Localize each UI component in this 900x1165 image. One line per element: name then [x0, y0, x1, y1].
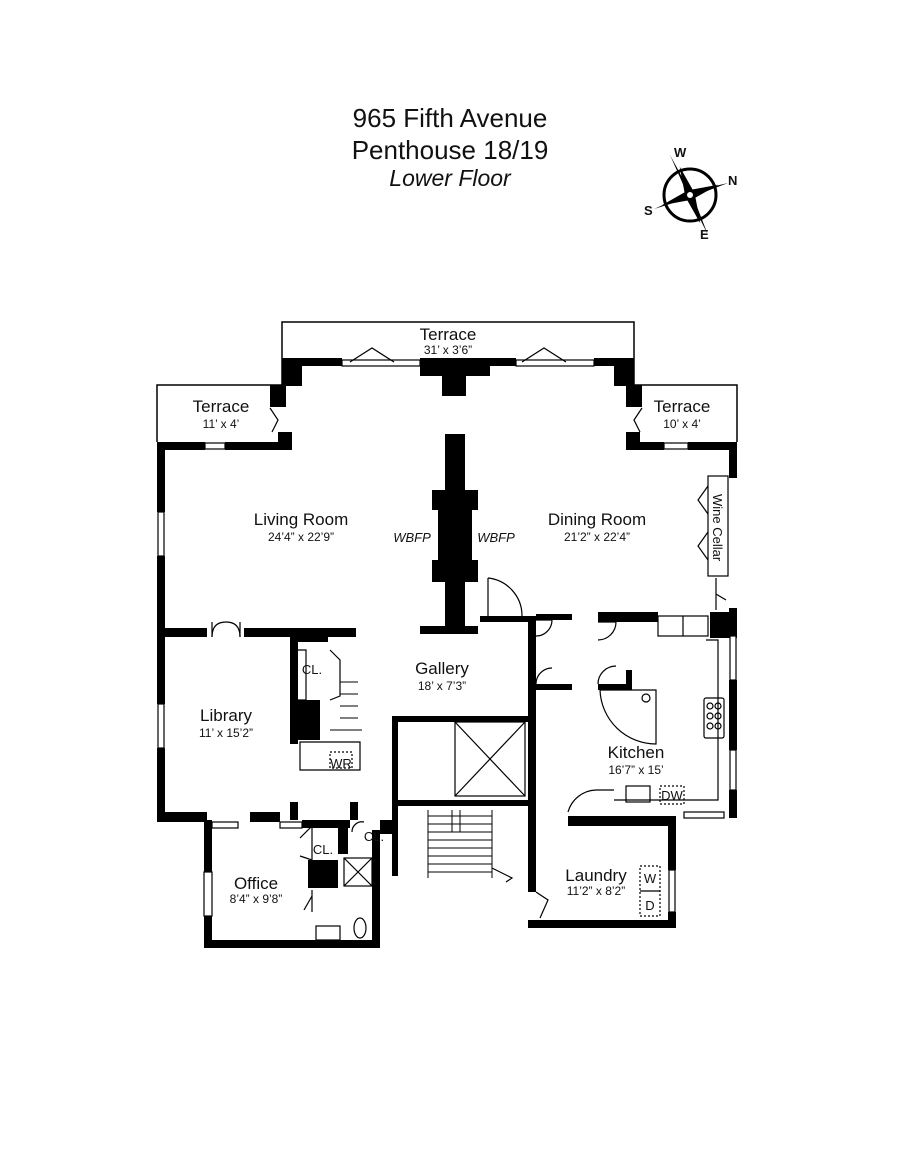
dryer-label: D	[645, 898, 654, 913]
gallery-name: Gallery	[415, 659, 469, 678]
wbfp-right: WBFP	[477, 530, 515, 545]
doors-fixtures	[211, 347, 729, 941]
terrace-left-dims: 11’ x 4’	[203, 417, 240, 431]
compass-w: W	[674, 145, 687, 160]
kitchen-name: Kitchen	[608, 743, 665, 762]
wr-label: WR	[330, 756, 352, 771]
compass-n: N	[728, 173, 737, 188]
dining-room-name: Dining Room	[548, 510, 646, 529]
living-room-dims: 24’4” x 22’9”	[268, 530, 334, 544]
washer-label: W	[644, 871, 657, 886]
office-dims: 8’4” x 9’8”	[230, 892, 283, 906]
closet-library: CL.	[302, 662, 322, 677]
compass-s: S	[644, 203, 653, 218]
terrace-right-name: Terrace	[654, 397, 711, 416]
living-room-name: Living Room	[254, 510, 349, 529]
laundry-name: Laundry	[565, 866, 627, 885]
library-name: Library	[200, 706, 252, 725]
dining-room-dims: 21’2” x 22’4”	[564, 530, 630, 544]
floor-label: Lower Floor	[389, 165, 511, 191]
terrace-top-dims: 31’ x 3’6”	[424, 343, 472, 357]
kitchen-dims: 16’7” x 15’	[608, 763, 663, 777]
gallery-dims: 18’ x 7’3”	[418, 679, 466, 693]
office-name: Office	[234, 874, 278, 893]
terrace-left-name: Terrace	[193, 397, 250, 416]
wine-cellar-label: Wine Cellar	[710, 494, 725, 562]
terrace-top-name: Terrace	[420, 325, 477, 344]
plan-title: 965 Fifth Avenue	[352, 103, 548, 133]
compass-e: E	[700, 227, 709, 242]
walls	[156, 321, 738, 948]
closet-hall: CL.	[364, 829, 384, 844]
closet-office: CL.	[313, 842, 333, 857]
library-dims: 11’ x 15’2”	[199, 726, 253, 740]
windows	[157, 359, 737, 917]
wbfp-left: WBFP	[393, 530, 431, 545]
plan-subtitle: Penthouse 18/19	[351, 135, 549, 165]
room-labels: Terrace 31’ x 3’6” Terrace 11’ x 4’ Terr…	[193, 325, 725, 913]
dw-label: DW	[661, 788, 683, 803]
laundry-dims: 11’2” x 8’2”	[567, 884, 625, 898]
terrace-right-dims: 10’ x 4’	[663, 417, 701, 431]
compass-rose-icon: W N S E	[644, 145, 737, 242]
